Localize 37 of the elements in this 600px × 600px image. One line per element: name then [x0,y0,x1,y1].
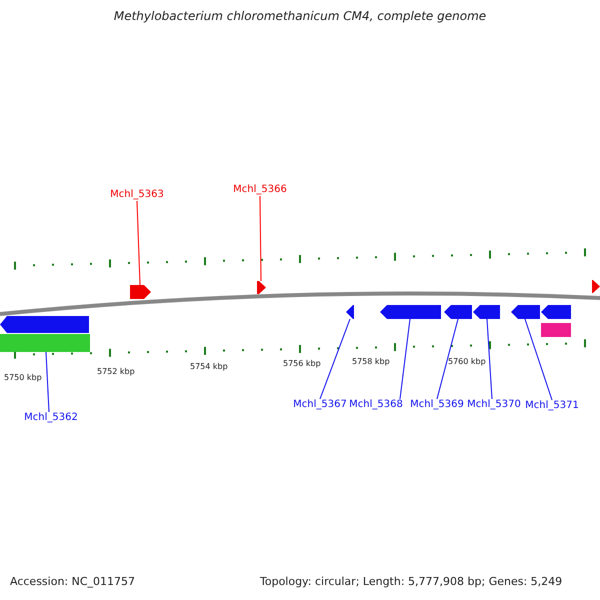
scale-label: 5754 kbp [190,361,228,373]
gene-feature [511,305,540,319]
gene-label: Mchl_5371 [525,400,579,412]
gene-label: Mchl_5362 [24,412,78,424]
scale-label: 5752 kbp [97,366,135,378]
gene-label: Mchl_5363 [110,189,164,201]
gene-feature [473,305,500,319]
leader-line [320,318,350,400]
gene-feature [592,280,600,293]
scale-label: 5760 kbp [448,356,486,368]
leader-line [260,196,262,282]
gene-label: Mchl_5369 [410,399,464,411]
gene-feature [0,316,89,333]
gene-feature [346,305,354,319]
leader-line [436,318,458,400]
gene-feature [130,285,151,299]
gene-feature [444,305,472,319]
gene-label: Mchl_5370 [467,399,521,411]
gene-label: Mchl_5367 [293,399,347,411]
gene-feature [541,305,571,319]
chart-title: Methylobacterium chloromethanicum CM4, complete genome [112,10,488,22]
leader-line [46,352,50,412]
scale-label: 5756 kbp [283,358,321,370]
gene-feature [257,281,266,294]
leader-line [136,200,140,286]
gene-feature [380,305,441,319]
gene-bar [0,334,90,352]
leader-line [486,318,492,400]
leader-line [400,318,410,400]
scale-label: 5758 kbp [352,356,390,368]
leader-line [524,318,552,400]
gene-label: Mchl_5368 [349,399,403,411]
scale-label: 5750 kbp [4,372,42,384]
gene-label: Mchl_5366 [233,184,287,196]
footer-text: Accession: NC_011757 [10,576,136,588]
gene-bar [541,323,571,337]
footer-text: Topology: circular; Length: 5,777,908 bp; Genes: 5,249 [260,576,562,588]
